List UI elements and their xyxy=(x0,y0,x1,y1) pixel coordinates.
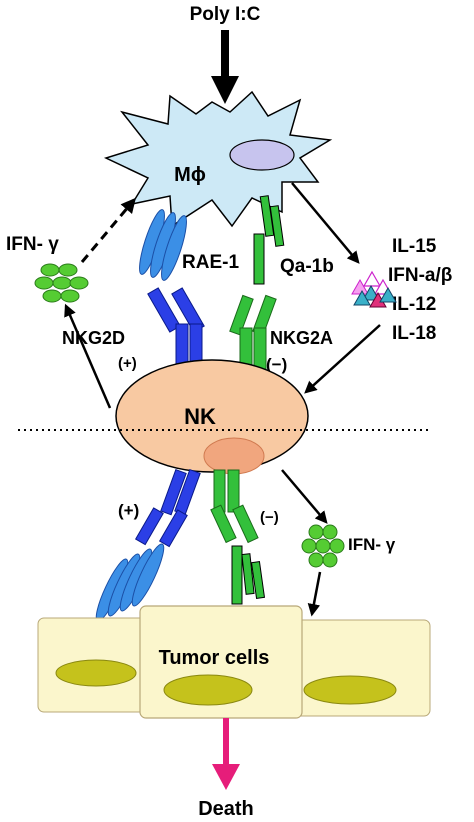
nkg2d-activating-sign-top: (+) xyxy=(118,355,137,372)
nk-to-ifn-right-arrow xyxy=(281,469,328,524)
tumor-nucleus-middle xyxy=(163,674,253,706)
ifn-gamma-left-label: IFN- γ xyxy=(6,234,59,255)
qa1b-ligand xyxy=(253,233,265,285)
rae1-label: RAE-1 xyxy=(182,252,239,273)
qa1b-ligand xyxy=(269,205,285,247)
ifn-to-macrophage-dashed-arrow xyxy=(80,197,136,263)
cytokines-to-nk-arrow xyxy=(304,324,381,394)
macrophage-nucleus xyxy=(229,139,295,171)
nk-cell xyxy=(115,359,309,473)
nkg2a-inhibitory-sign-bottom: (−) xyxy=(260,509,279,526)
rae1-ligand xyxy=(161,215,187,281)
poly-ic-arrow-head xyxy=(211,76,239,104)
ifn-gamma-left-dots xyxy=(34,263,89,303)
nkg2d-receptor-bottom xyxy=(134,468,201,548)
nkg2d-receptor-top xyxy=(147,287,205,373)
cytokine-il18-label: IL-18 xyxy=(392,323,436,344)
ifn-to-tumor-arrow xyxy=(307,571,322,617)
nkg2a-receptor-bottom xyxy=(210,469,259,544)
qa1b-ligand xyxy=(259,195,275,237)
macrophage-to-cytokines-arrow xyxy=(291,182,360,264)
macrophage-label: Mϕ xyxy=(174,164,206,186)
ifn-gamma-right-label: IFN- γ xyxy=(348,535,396,554)
ifn-gamma-right-dots xyxy=(301,524,345,568)
tumor-cells-label: Tumor cells xyxy=(159,647,270,669)
qa1b-label: Qa-1b xyxy=(280,256,334,277)
cytokine-ifn-ab-label: IFN-a/β xyxy=(388,265,452,286)
poly-ic-arrow-shaft xyxy=(221,30,229,78)
nkg2d-label: NKG2D xyxy=(62,328,125,348)
death-arrow-head xyxy=(212,764,240,790)
cytokine-il15-label: IL-15 xyxy=(392,236,437,257)
macrophage-cell xyxy=(103,90,333,228)
nk-label: NK xyxy=(184,404,216,429)
tumor-nucleus-left xyxy=(55,659,137,687)
death-label: Death xyxy=(198,798,254,820)
death-arrow-shaft xyxy=(223,718,229,766)
nkg2d-activating-sign-bottom: (+) xyxy=(118,501,139,520)
tumor-nucleus-right xyxy=(303,675,397,705)
qa1b-ligand-tumor xyxy=(231,545,266,605)
nk-nucleus xyxy=(203,437,265,475)
nkg2a-label: NKG2A xyxy=(270,328,333,348)
nkg2a-inhibitory-sign-top: (−) xyxy=(266,355,287,374)
cytokine-il12-label: IL-12 xyxy=(392,294,436,315)
cytokine-triangles xyxy=(351,270,397,308)
nk-to-ifn-arrow xyxy=(64,303,112,409)
poly-ic-label: Poly I:C xyxy=(190,4,261,25)
